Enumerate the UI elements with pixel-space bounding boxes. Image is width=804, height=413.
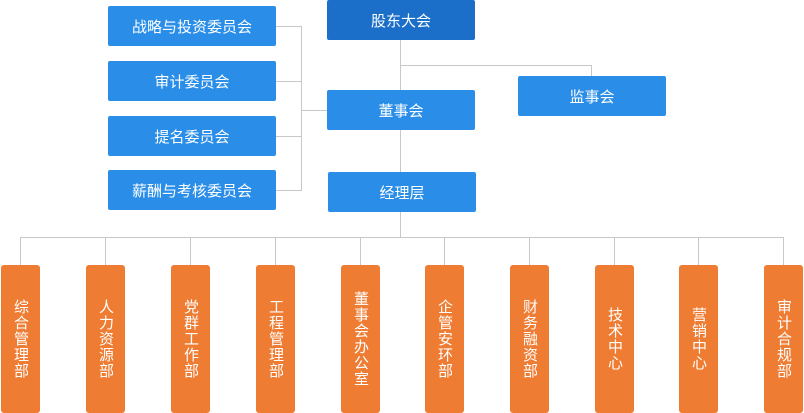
supervisors-node: 监事会 bbox=[518, 76, 666, 116]
dept-party-affairs: 党群工作部 bbox=[171, 265, 210, 413]
committee-label: 审计委员会 bbox=[154, 72, 230, 91]
dept-label: 审计合规部 bbox=[775, 299, 793, 379]
shareholders-label: 股东大会 bbox=[370, 11, 431, 30]
dept-enterprise-safety: 企管安环部 bbox=[425, 265, 464, 413]
dept-label: 董事会办公室 bbox=[352, 291, 370, 387]
dept-general-management: 综合管理部 bbox=[1, 265, 40, 413]
dept-label: 营销中心 bbox=[690, 307, 708, 371]
dept-label: 工程管理部 bbox=[267, 299, 285, 379]
management-label: 经理层 bbox=[379, 183, 425, 202]
committee-nomination: 提名委员会 bbox=[108, 116, 276, 156]
dept-engineering: 工程管理部 bbox=[256, 265, 295, 413]
supervisors-label: 监事会 bbox=[569, 87, 615, 106]
dept-human-resources: 人力资源部 bbox=[86, 265, 125, 413]
board-label: 董事会 bbox=[378, 101, 424, 120]
dept-label: 党群工作部 bbox=[182, 299, 200, 379]
management-node: 经理层 bbox=[328, 172, 476, 212]
dept-label: 综合管理部 bbox=[12, 299, 30, 379]
committee-strategy-investment: 战略与投资委员会 bbox=[108, 6, 276, 46]
dept-label: 人力资源部 bbox=[97, 299, 115, 379]
dept-marketing-center: 营销中心 bbox=[679, 265, 718, 413]
dept-board-office: 董事会办公室 bbox=[341, 265, 380, 413]
committee-label: 提名委员会 bbox=[154, 127, 230, 146]
dept-technology-center: 技术中心 bbox=[595, 265, 634, 413]
dept-label: 企管安环部 bbox=[436, 299, 454, 379]
shareholders-node: 股东大会 bbox=[327, 0, 475, 40]
dept-label: 财务融资部 bbox=[521, 299, 539, 379]
board-node: 董事会 bbox=[327, 90, 475, 130]
committee-compensation: 薪酬与考核委员会 bbox=[108, 170, 276, 210]
dept-finance: 财务融资部 bbox=[510, 265, 549, 413]
committee-audit: 审计委员会 bbox=[108, 61, 276, 101]
committee-label: 战略与投资委员会 bbox=[131, 17, 252, 36]
dept-label: 技术中心 bbox=[606, 307, 624, 371]
dept-audit-compliance: 审计合规部 bbox=[764, 265, 803, 413]
committee-label: 薪酬与考核委员会 bbox=[131, 181, 252, 200]
